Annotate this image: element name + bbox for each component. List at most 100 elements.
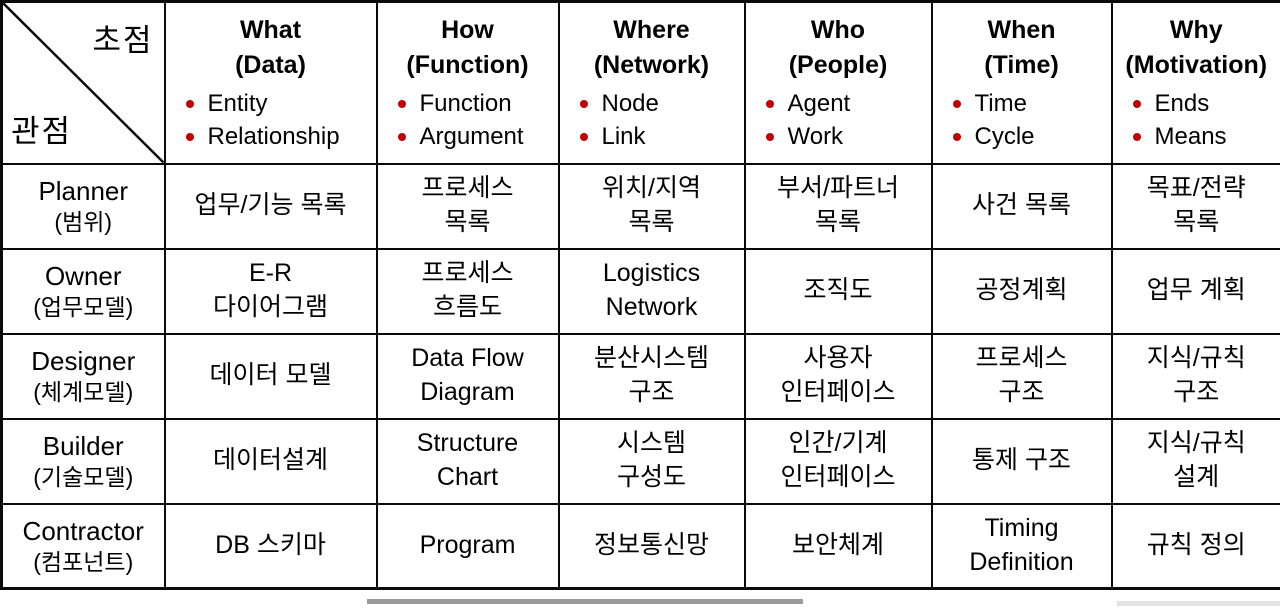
table-cell: 보안체계: [743, 502, 933, 590]
table-header-row: 초점 관점 What (Data) Entity Relationship Ho…: [0, 0, 1280, 165]
bullet-label: Argument: [419, 123, 524, 150]
bullet-icon: [1132, 99, 1141, 108]
column-bullet-list: Function Argument: [379, 83, 557, 153]
row-label: Contractor: [22, 516, 144, 547]
row-label: Owner: [44, 261, 122, 292]
column-bullet-list: Ends Means: [1114, 83, 1280, 153]
table-cell: 공정계획: [930, 247, 1113, 335]
table-row-designer: Designer (체계모델) 데이터 모델 Data Flow Diagram…: [0, 332, 1280, 420]
column-title: Who: [810, 16, 866, 44]
table-cell: Structure Chart: [375, 417, 560, 505]
bullet-label: Means: [1154, 123, 1227, 150]
column-title: When: [987, 16, 1056, 44]
bullet-label: Ends: [1154, 90, 1210, 117]
table-cell: 지식/규칙 구조: [1110, 332, 1280, 420]
bullet-label: Function: [419, 90, 512, 117]
table-cell: 프로세스 흐름도: [375, 247, 560, 335]
column-bullet-list: Node Link: [561, 83, 743, 153]
table-cell: 데이터 모델: [163, 332, 378, 420]
diagonal-line: [3, 3, 163, 162]
table-cell: 업무 계획: [1110, 247, 1280, 335]
row-label: Builder: [42, 431, 124, 462]
zachman-framework-table: 초점 관점 What (Data) Entity Relationship Ho…: [0, 0, 1280, 590]
corner-label-perspective: 관점: [11, 113, 73, 149]
bullet-icon: [185, 99, 194, 108]
table-row-builder: Builder (기술모델) 데이터설계 Structure Chart 시스템…: [0, 417, 1280, 505]
bullet-icon: [579, 132, 588, 141]
bullet-icon: [952, 132, 961, 141]
table-cell: 프로세스 목록: [375, 162, 560, 250]
table-cell: 인간/기계 인터페이스: [743, 417, 933, 505]
table-row-contractor: Contractor (컴포넌트) DB 스키마 Program 정보통신망 보…: [0, 502, 1280, 590]
column-subtitle: (Data): [235, 51, 306, 79]
corner-cell: 초점 관점: [0, 0, 166, 165]
bullet-icon: [579, 99, 588, 108]
column-bullet-list: Agent Work: [747, 83, 930, 153]
bullet-icon: [765, 99, 774, 108]
bullet-label: Agent: [787, 90, 851, 117]
table-row-owner: Owner (업무모델) E-R 다이어그램 프로세스 흐름도 Logistic…: [0, 247, 1280, 335]
bullet-icon: [765, 132, 774, 141]
bottom-shadow-artifact-right: [1117, 601, 1280, 606]
table-cell: Data Flow Diagram: [375, 332, 560, 420]
table-cell: 정보통신망: [557, 502, 746, 590]
column-subtitle: (Time): [984, 51, 1059, 79]
column-subtitle: (People): [788, 51, 888, 79]
column-bullet-list: Entity Relationship: [167, 83, 375, 153]
row-header-builder: Builder (기술모델): [0, 417, 166, 505]
row-sublabel: (컴포넌트): [33, 548, 134, 575]
table-cell: 위치/지역 목록: [557, 162, 746, 250]
row-sublabel: (업무모델): [33, 293, 134, 320]
bullet-icon: [952, 99, 961, 108]
row-header-designer: Designer (체계모델): [0, 332, 166, 420]
bullet-label: Cycle: [974, 123, 1035, 150]
row-label: Designer: [31, 346, 136, 377]
row-sublabel: (기술모델): [33, 463, 134, 490]
column-title: Why: [1169, 16, 1223, 44]
column-header-when: When (Time) Time Cycle: [930, 0, 1113, 165]
column-title: Where: [613, 16, 690, 44]
column-bullet-list: Time Cycle: [934, 83, 1110, 153]
row-label: Planner: [38, 176, 129, 207]
table-cell: 규칙 정의: [1110, 502, 1280, 590]
table-cell: 사건 목록: [930, 162, 1113, 250]
row-sublabel: (범위): [54, 208, 113, 235]
bullet-label: Entity: [207, 90, 268, 117]
table-cell: 부서/파트너 목록: [743, 162, 933, 250]
bullet-label: Link: [601, 123, 646, 150]
bullet-label: Work: [787, 123, 844, 150]
row-header-owner: Owner (업무모델): [0, 247, 166, 335]
bullet-label: Time: [974, 90, 1027, 117]
table-cell: 프로세스 구조: [930, 332, 1113, 420]
corner-label-focus: 초점: [92, 23, 154, 58]
bullet-label: Node: [601, 90, 659, 117]
column-subtitle: (Motivation): [1125, 51, 1268, 79]
table-cell: Logistics Network: [557, 247, 746, 335]
table-cell: 분산시스템 구조: [557, 332, 746, 420]
table-cell: Timing Definition: [930, 502, 1113, 590]
table-cell: 조직도: [743, 247, 933, 335]
table-cell: 시스템 구성도: [557, 417, 746, 505]
table-cell: E-R 다이어그램: [163, 247, 378, 335]
column-header-why: Why (Motivation) Ends Means: [1110, 0, 1280, 165]
table-cell: 지식/규칙 설계: [1110, 417, 1280, 505]
table-cell: 데이터설계: [163, 417, 378, 505]
bullet-icon: [185, 132, 194, 141]
column-subtitle: (Function): [406, 51, 529, 79]
table-cell: 사용자 인터페이스: [743, 332, 933, 420]
row-header-planner: Planner (범위): [0, 162, 166, 250]
bottom-shadow-artifact: [367, 599, 803, 604]
table-cell: Program: [375, 502, 560, 590]
column-title: What: [239, 16, 302, 44]
column-header-how: How (Function) Function Argument: [375, 0, 560, 165]
table-cell: DB 스키마: [163, 502, 378, 590]
bullet-icon: [1132, 132, 1141, 141]
bullet-label: Relationship: [207, 123, 340, 150]
table-row-planner: Planner (범위) 업무/기능 목록 프로세스 목록 위치/지역 목록 부…: [0, 162, 1280, 250]
row-sublabel: (체계모델): [33, 378, 134, 405]
column-subtitle: (Network): [593, 51, 710, 79]
column-header-what: What (Data) Entity Relationship: [163, 0, 378, 165]
column-title: How: [441, 16, 494, 44]
table-cell: 업무/기능 목록: [163, 162, 378, 250]
bullet-icon: [397, 99, 406, 108]
